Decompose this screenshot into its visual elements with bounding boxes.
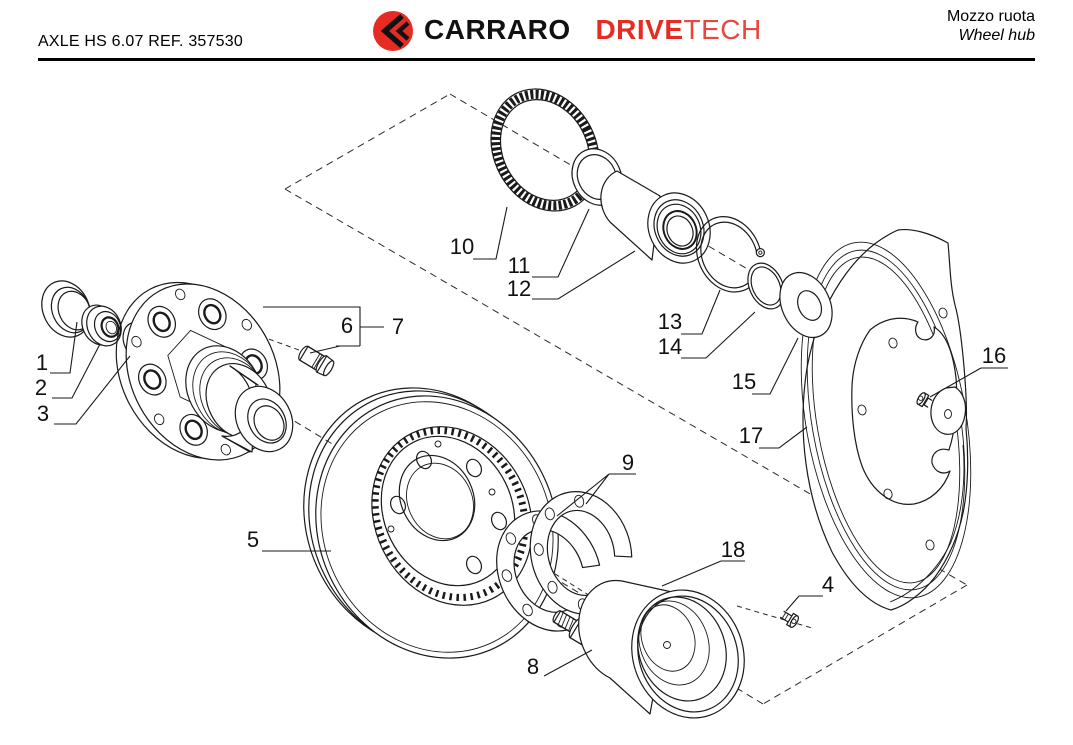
carraro-logo-icon [373, 11, 413, 51]
logo-product-secondary: TECH [683, 14, 762, 45]
header-rule [38, 58, 1035, 61]
part-wheel-hub [115, 281, 294, 461]
part-washer-disc [779, 271, 833, 339]
callout-10: 10 [449, 234, 475, 259]
part-o-ring [747, 262, 785, 310]
callout-3: 3 [36, 401, 50, 426]
section-title-english: Wheel hub [958, 27, 1036, 44]
part-tone-ring [490, 88, 600, 212]
shield-mounting-ear [930, 386, 967, 435]
part-brake-disc [303, 387, 559, 659]
leader-lines [50, 206, 1008, 677]
doc-reference: AXLE HS 6.07 REF. 357530 [38, 33, 243, 50]
callout-8: 8 [526, 654, 540, 679]
shield-holes [857, 307, 948, 551]
callout-4: 4 [821, 572, 835, 597]
callout-6: 6 [340, 313, 354, 338]
part-small-screw [779, 610, 800, 628]
callout-12: 12 [506, 276, 532, 301]
logo-brand-text: CARRARO [424, 14, 571, 45]
part-brake-shield [800, 228, 972, 611]
part-wheel-stud [298, 345, 335, 377]
callout-15: 15 [731, 369, 757, 394]
callout-14: 14 [657, 334, 683, 359]
callout-13: 13 [657, 309, 683, 334]
carraro-logo: CARRARO DRIVETECH [372, 6, 762, 54]
part-hub-cap [578, 579, 745, 719]
callout-18: 18 [720, 537, 746, 562]
disc-bolt-holes [387, 440, 508, 575]
callout-9: 9 [621, 450, 635, 475]
part-shield-screw [916, 392, 933, 408]
callout-7: 7 [391, 314, 405, 339]
part-bearing [600, 170, 711, 264]
section-title-italian: Mozzo ruota [946, 8, 1035, 25]
callout-2: 2 [34, 375, 48, 400]
callout-11: 11 [507, 253, 531, 278]
callout-17: 17 [738, 423, 764, 448]
part-shim-plates [496, 491, 633, 632]
callout-5: 5 [246, 527, 260, 552]
logo-product-primary: DRIVE [595, 14, 684, 45]
part-lock-nut [81, 304, 122, 347]
callout-1: 1 [35, 350, 49, 375]
callout-16: 16 [981, 343, 1007, 368]
